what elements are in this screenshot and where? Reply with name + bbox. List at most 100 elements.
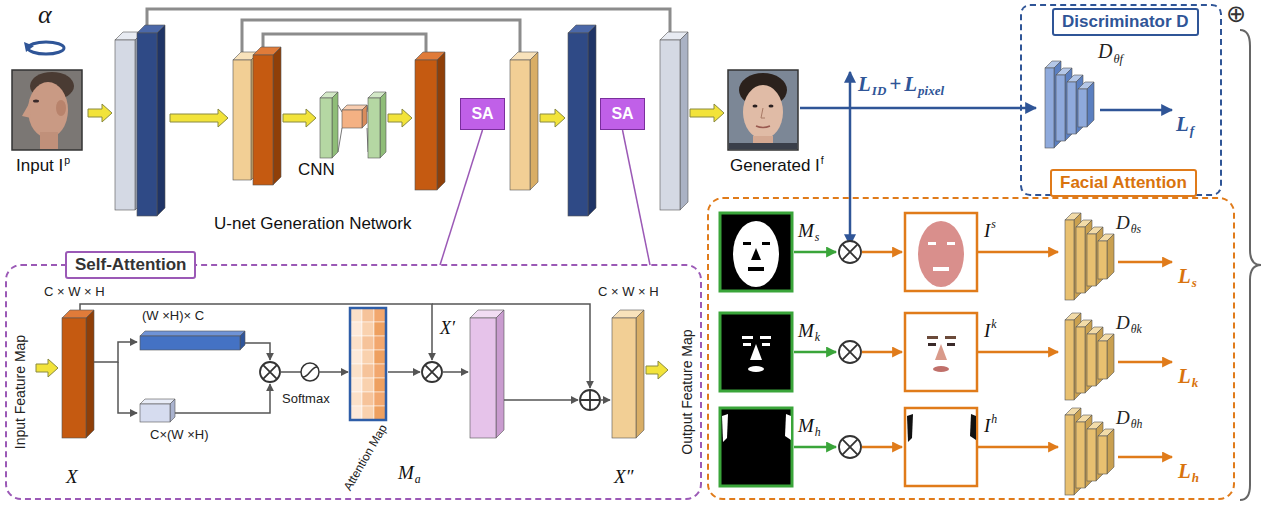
feature-block	[1056, 75, 1065, 141]
feature-block	[1045, 68, 1054, 148]
feature-block	[1087, 234, 1096, 286]
label: f	[821, 154, 824, 166]
add-symbol	[580, 390, 600, 410]
feature-block	[1076, 422, 1085, 488]
map-symbol: M	[398, 462, 414, 484]
mask-image	[720, 313, 792, 391]
label: CNN	[298, 160, 335, 180]
block-side	[496, 310, 504, 438]
attention-cell	[374, 392, 386, 406]
attention-cell	[374, 364, 386, 378]
block-side	[170, 399, 175, 422]
module-label: SA	[471, 105, 493, 123]
skip-connection	[263, 34, 426, 52]
module-label: SA	[611, 105, 633, 123]
wire	[504, 399, 578, 401]
flow-arrow	[36, 359, 58, 377]
mask-arrow	[794, 351, 836, 354]
attention-cell	[362, 392, 374, 406]
eye	[753, 105, 758, 108]
nose	[22, 102, 31, 118]
attention-cell	[350, 406, 362, 420]
loss-arrow	[1118, 261, 1172, 264]
connector	[440, 130, 483, 265]
mask-arrow	[794, 446, 836, 449]
discriminator-symbol: D	[1116, 312, 1130, 334]
flow-line	[978, 251, 1058, 254]
masked-face-image	[905, 408, 977, 486]
attention-cell	[374, 406, 386, 420]
label: Input Feature Map	[12, 335, 28, 449]
mask-hole	[751, 248, 761, 260]
feature-block	[233, 60, 251, 180]
feature-block	[140, 404, 170, 422]
attention-cell	[374, 350, 386, 364]
label: Attention Map	[342, 422, 391, 493]
block-side	[362, 105, 367, 128]
label: k	[991, 318, 996, 332]
label: s	[815, 231, 820, 245]
label: L	[904, 72, 917, 96]
multiply-symbol	[422, 362, 442, 382]
region-title: Facial Attention	[1050, 169, 1197, 197]
dimension-label: C × W × H	[44, 285, 105, 300]
label: +	[889, 72, 901, 96]
multiply-symbol	[839, 241, 861, 263]
region-title: Self-Attention	[65, 251, 196, 279]
face	[28, 82, 68, 138]
multiply-symbol	[842, 244, 858, 260]
loss-symbol: L	[1178, 264, 1191, 288]
hair-region	[970, 414, 976, 440]
mask-region	[762, 343, 770, 346]
masked-face-image	[905, 313, 977, 391]
attention-cell	[362, 322, 374, 336]
flow-arrow	[646, 361, 668, 379]
block-side	[332, 92, 338, 158]
wire	[388, 371, 420, 373]
discriminator-symbol: D	[1116, 212, 1130, 234]
mask-hole	[748, 267, 764, 271]
softmax-symbol	[301, 363, 319, 381]
angle-symbol: α	[38, 0, 52, 30]
feature-block	[415, 60, 437, 190]
feature-block	[1078, 89, 1087, 127]
loss-arrow	[1100, 109, 1172, 112]
feature-block	[137, 33, 157, 216]
wire	[600, 399, 610, 401]
loss-arrow	[849, 72, 852, 108]
dimension-label: C × W × H	[598, 285, 659, 300]
mask-hole	[762, 242, 770, 245]
mask-symbol: M	[798, 415, 814, 437]
multiply-symbol	[263, 365, 277, 379]
block-top	[140, 331, 245, 336]
wire	[80, 304, 432, 360]
label: θk	[1131, 323, 1142, 337]
feature-block	[1087, 429, 1096, 481]
multiply-symbol	[842, 344, 858, 360]
flow-line	[862, 446, 902, 449]
shirt	[729, 143, 797, 149]
skip-connection	[242, 20, 520, 52]
attention-cell	[350, 308, 362, 322]
mask-image	[720, 408, 792, 486]
label: θs	[1131, 223, 1141, 237]
attention-cell	[374, 308, 386, 322]
mask-image	[720, 213, 792, 291]
block-side	[1107, 234, 1114, 279]
feature-block	[115, 40, 135, 210]
block-side	[1107, 334, 1114, 379]
label: ID	[872, 84, 886, 99]
wire	[245, 343, 270, 360]
block-side	[240, 331, 245, 350]
feature-block	[368, 98, 380, 158]
mask-symbol: M	[798, 320, 814, 342]
mask-region	[722, 414, 728, 442]
loss-arrow	[1118, 361, 1172, 364]
mask-hole	[947, 242, 955, 245]
feature-block	[470, 318, 496, 438]
nose	[761, 108, 765, 118]
mask-region	[748, 366, 764, 372]
label: p	[64, 154, 70, 166]
feature-block	[62, 318, 86, 438]
